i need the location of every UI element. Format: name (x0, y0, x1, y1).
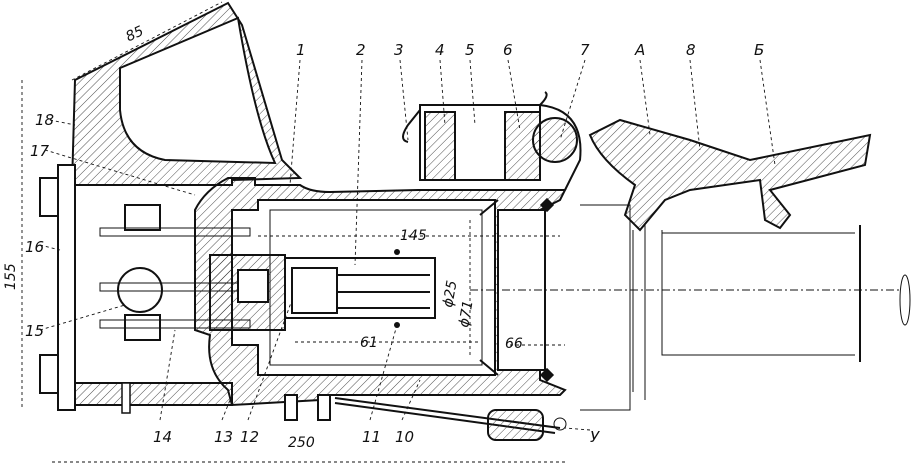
dim-145: 145 (400, 228, 427, 244)
label-3: 3 (394, 41, 404, 59)
hose-coupling (470, 204, 911, 411)
dim-85: 85 (123, 23, 146, 45)
label-A: А (634, 41, 645, 59)
dim-61: 61 (360, 335, 378, 351)
pedal-lever (588, 118, 872, 232)
dim-phi25: ϕ25 (440, 279, 460, 309)
dim-phi71: ϕ71 (456, 299, 476, 328)
label-U: У (590, 428, 600, 446)
label-6: 6 (503, 41, 513, 59)
leader-lines (39, 59, 776, 431)
label-1: 1 (296, 41, 306, 59)
label-10: 10 (395, 428, 414, 446)
release-rod (284, 394, 567, 441)
valve-cap (402, 91, 582, 191)
dimension-lines (21, 1, 565, 463)
label-2: 2 (356, 41, 366, 59)
dimension-labels: 85 155 145 ϕ25 ϕ71 61 66 250 (3, 23, 523, 451)
label-11: 11 (362, 428, 381, 446)
dim-66: 66 (505, 336, 523, 352)
label-16: 16 (25, 238, 44, 256)
label-18: 18 (35, 111, 54, 129)
label-4: 4 (435, 41, 445, 59)
bracket-housing (39, 1, 303, 414)
dim-155: 155 (3, 263, 19, 290)
label-14: 14 (153, 428, 172, 446)
label-15: 15 (25, 322, 44, 340)
label-8: 8 (686, 41, 696, 59)
label-5: 5 (465, 41, 475, 59)
contact-assembly (99, 204, 436, 341)
part-labels: 1 2 3 4 5 6 7 А 8 Б 18 17 16 15 14 13 12… (25, 41, 764, 446)
label-17: 17 (30, 142, 50, 160)
label-B: Б (754, 41, 764, 59)
label-7: 7 (580, 41, 590, 59)
label-12: 12 (240, 428, 259, 446)
dim-250: 250 (288, 435, 315, 451)
label-13: 13 (214, 428, 233, 446)
